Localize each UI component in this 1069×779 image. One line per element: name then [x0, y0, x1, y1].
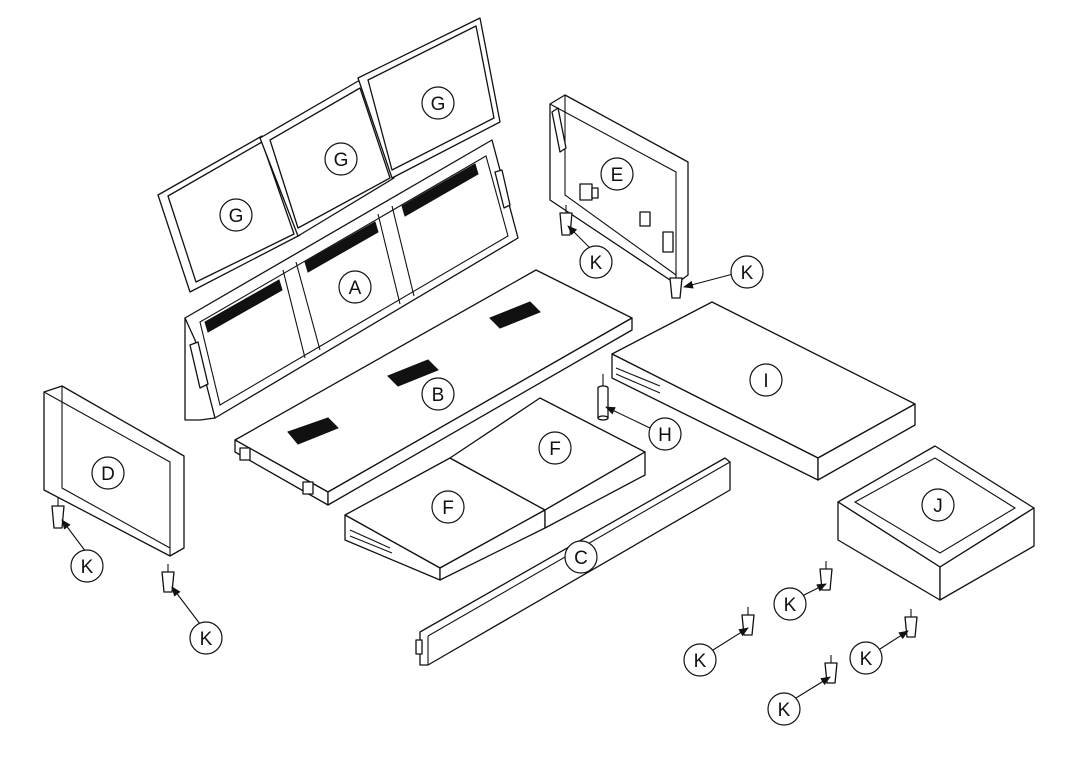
svg-text:K: K: [590, 253, 603, 274]
bracket-e1: [579, 183, 593, 201]
label-k3: K: [70, 549, 104, 583]
label-g2: G: [324, 142, 358, 176]
label-g3: G: [421, 86, 455, 120]
svg-text:F: F: [549, 439, 561, 460]
leg-k2: [669, 270, 683, 299]
label-k7: K: [849, 641, 883, 675]
svg-text:I: I: [763, 371, 768, 392]
label-d: D: [91, 456, 125, 490]
label-k8: K: [767, 692, 801, 726]
svg-text:C: C: [574, 548, 588, 569]
svg-text:E: E: [611, 165, 624, 186]
label-b: B: [421, 377, 455, 411]
svg-text:A: A: [349, 278, 362, 299]
label-f1: F: [431, 490, 465, 524]
seat-cushions: [344, 397, 646, 581]
svg-text:G: G: [334, 150, 349, 171]
label-k1: K: [579, 245, 613, 279]
leg-k3: [51, 498, 65, 529]
svg-text:K: K: [778, 700, 791, 721]
svg-text:G: G: [431, 94, 446, 115]
label-e: E: [600, 157, 634, 191]
label-h: H: [648, 417, 682, 451]
svg-text:B: B: [432, 385, 445, 406]
label-k5: K: [773, 587, 807, 621]
label-f2: F: [538, 431, 572, 465]
svg-text:K: K: [741, 263, 754, 284]
leader-arrows: [61, 225, 909, 699]
leg-k7: [904, 609, 918, 638]
svg-text:J: J: [933, 496, 943, 517]
label-a: A: [338, 270, 372, 304]
svg-text:H: H: [658, 425, 672, 446]
label-k4: K: [189, 621, 223, 655]
label-j: J: [921, 488, 955, 522]
label-k6: K: [683, 643, 717, 677]
svg-text:F: F: [442, 498, 454, 519]
svg-text:K: K: [784, 595, 797, 616]
label-g1: G: [219, 198, 253, 232]
label-i: I: [749, 363, 783, 397]
svg-text:G: G: [229, 206, 244, 227]
label-c: C: [564, 540, 598, 574]
label-k2: K: [730, 255, 764, 289]
svg-text:K: K: [694, 651, 707, 672]
storage-ottoman: [837, 445, 1035, 601]
center-leg: [597, 374, 609, 421]
svg-text:K: K: [860, 649, 873, 670]
svg-text:K: K: [200, 629, 213, 650]
svg-text:K: K: [81, 557, 94, 578]
svg-text:D: D: [101, 464, 115, 485]
